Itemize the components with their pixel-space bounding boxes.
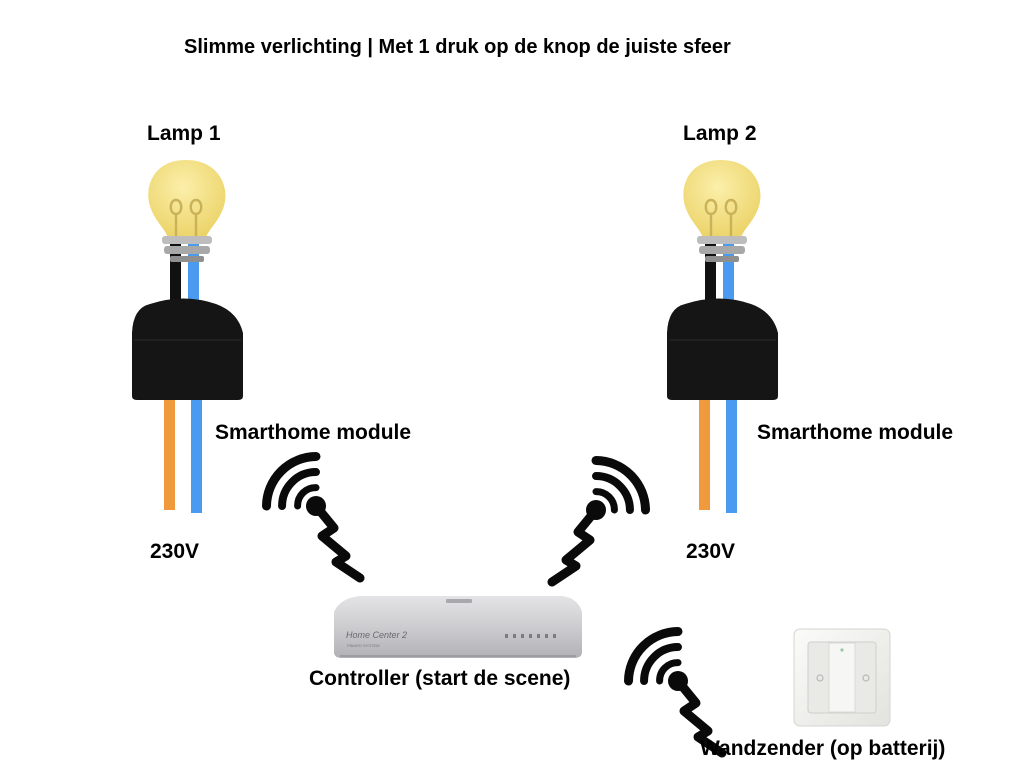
switch-label: Wandzender (op batterij) — [700, 737, 946, 760]
wall-switch-icon — [793, 628, 891, 727]
lamp-1-label: Lamp 1 — [147, 122, 221, 145]
page-title: Slimme verlichting | Met 1 druk op de kn… — [184, 36, 731, 58]
controller-sub-text: FIBARO SYSTEM — [347, 643, 379, 648]
wireless-signal-icon — [552, 450, 656, 582]
module-1-label: Smarthome module — [215, 421, 412, 444]
lightbulb-icon — [130, 158, 245, 515]
voltage-1-label: 230V — [150, 540, 200, 563]
wireless-signal-icon — [618, 621, 722, 753]
lamp-2-assembly — [665, 158, 780, 515]
lightbulb-icon — [665, 158, 780, 515]
voltage-2-label: 230V — [686, 540, 736, 563]
controller-brand-text: Home Center 2 — [346, 630, 407, 640]
module-2-label: Smarthome module — [757, 421, 954, 444]
controller-device-icon: Home Center 2 FIBARO SYSTEM — [334, 596, 582, 658]
controller-label: Controller (start de scene) — [309, 667, 571, 690]
lamp-1-assembly — [130, 158, 245, 515]
lamp-2-label: Lamp 2 — [683, 122, 757, 145]
wireless-signal-icon — [256, 446, 360, 578]
